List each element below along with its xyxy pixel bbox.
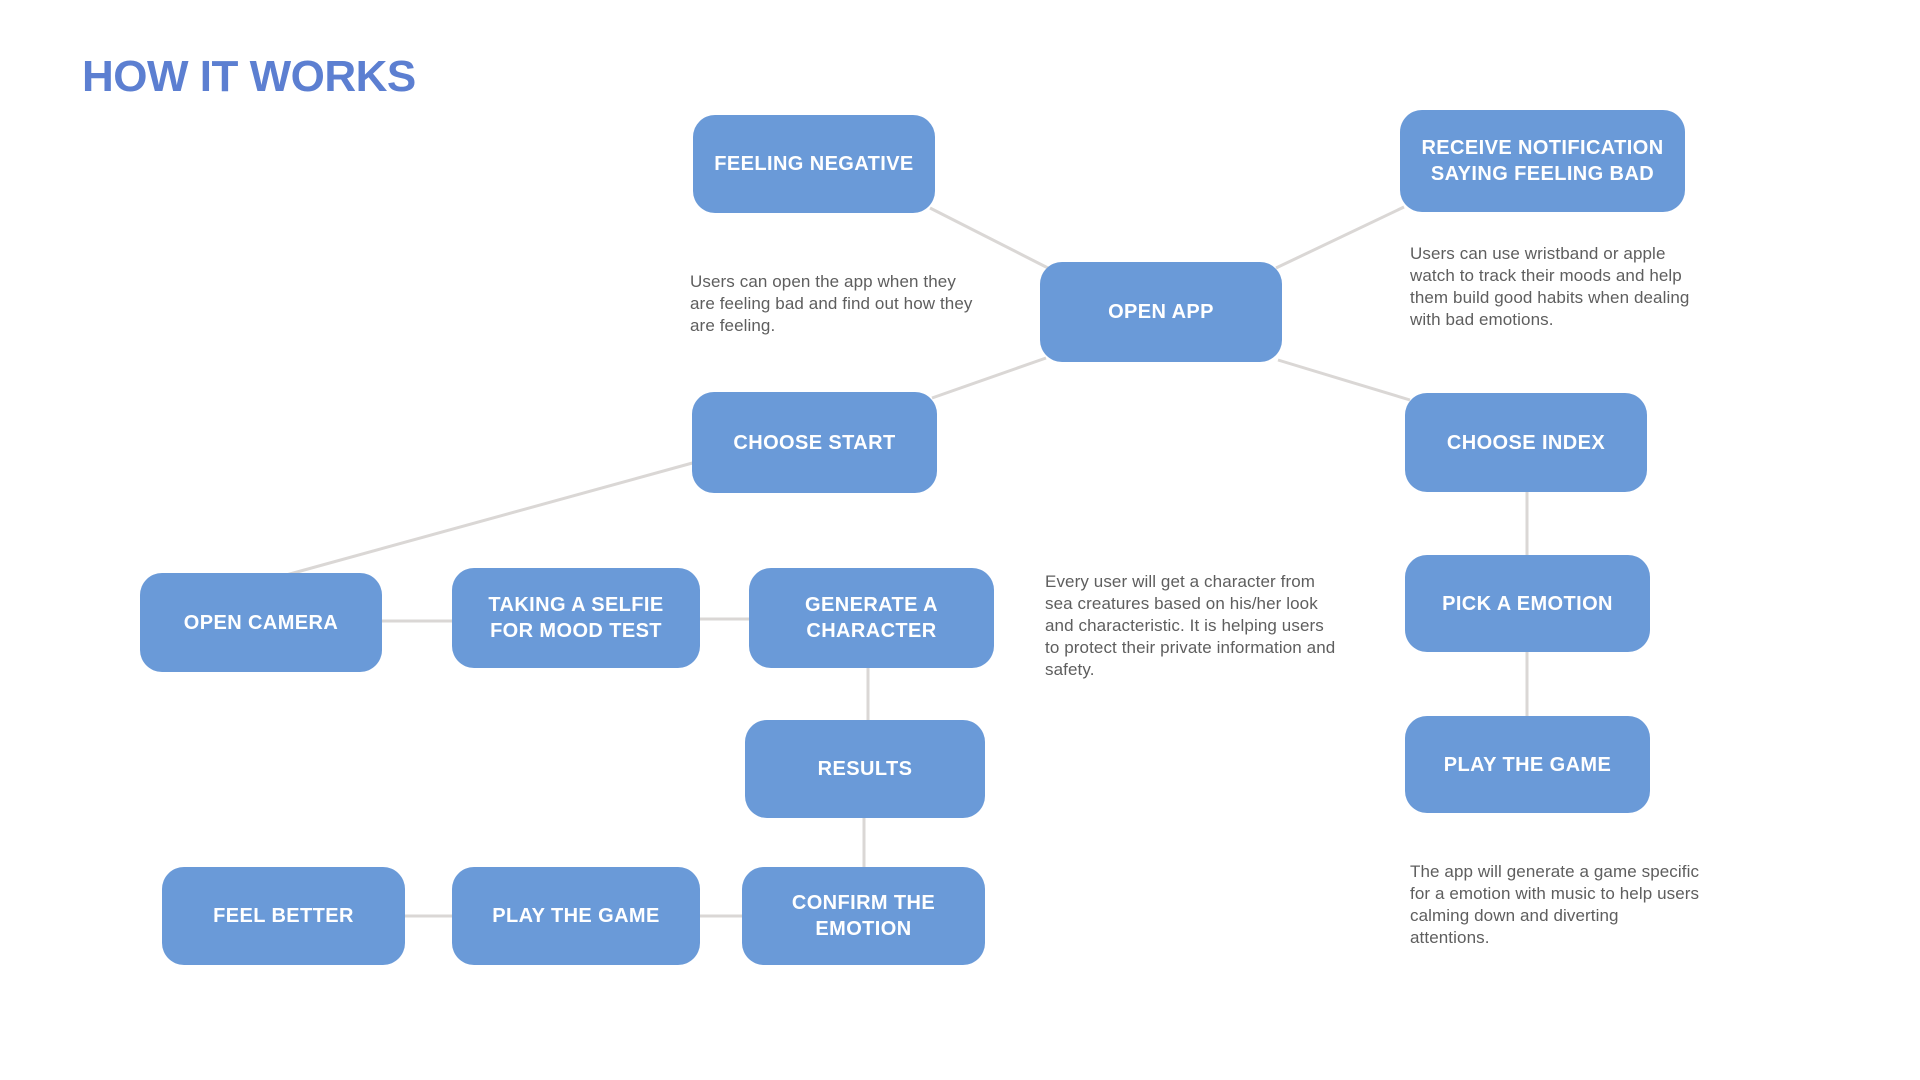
connector-open-app-to-choose-start xyxy=(931,356,1047,400)
note-wristband: Users can use wristband or apple watch t… xyxy=(1410,244,1690,329)
flow-node-choose-index: CHOOSE INDEX xyxy=(1405,393,1647,492)
flow-node-receive-notification: RECEIVE NOTIFICATION SAYING FEELING BAD xyxy=(1400,110,1685,212)
page-title: HOW IT WORKS xyxy=(82,52,416,101)
flow-node-label: CHOOSE INDEX xyxy=(1446,431,1606,454)
flow-node-label: OPEN APP xyxy=(1108,301,1214,323)
flow-node-label: PICK A EMOTION xyxy=(1442,592,1613,615)
flow-node-label: CHOOSE START xyxy=(733,431,896,454)
flow-node-feel-better: FEEL BETTER xyxy=(162,867,405,965)
note-game: The app will generate a game specific fo… xyxy=(1410,862,1700,947)
connector-feeling-negative-to-open-app xyxy=(929,206,1049,270)
flow-node-label: PLAY THE GAME xyxy=(492,905,660,927)
flow-node-pick-a-emotion: PICK A EMOTION xyxy=(1405,555,1650,652)
flow-node-label: FEEL BETTER xyxy=(213,905,354,927)
note-open-app: Users can open the app when they are fee… xyxy=(690,272,973,335)
note-character: Every user will get a character from sea… xyxy=(1045,572,1336,679)
flow-node-label: OPEN CAMERA xyxy=(183,611,339,634)
flow-node-generate-a-character: GENERATE A CHARACTER xyxy=(749,568,994,668)
flow-node-open-camera: OPEN CAMERA xyxy=(140,573,382,672)
connector-receive-notification-to-open-app xyxy=(1275,205,1405,270)
flow-node-confirm-the-emotion: CONFIRM THE EMOTION xyxy=(742,867,985,965)
flow-node-play-the-game-bottom: PLAY THE GAME xyxy=(452,867,700,965)
flow-node-label: RESULTS xyxy=(817,758,913,780)
flow-node-label: CONFIRM THE EMOTION xyxy=(791,892,936,940)
flow-node-taking-a-selfie: TAKING A SELFIE FOR MOOD TEST xyxy=(452,568,700,668)
flow-node-choose-start: CHOOSE START xyxy=(692,392,937,493)
flow-node-label: RECEIVE NOTIFICATION SAYING FEELING BAD xyxy=(1421,137,1664,185)
flow-node-label: TAKING A SELFIE FOR MOOD TEST xyxy=(488,594,664,642)
flow-node-results: RESULTS xyxy=(745,720,985,818)
flow-node-open-app: OPEN APP xyxy=(1040,262,1282,362)
flow-node-play-the-game-right: PLAY THE GAME xyxy=(1405,716,1650,813)
flow-node-label: GENERATE A CHARACTER xyxy=(805,594,938,642)
flow-node-label: PLAY THE GAME xyxy=(1443,753,1612,776)
connector-choose-start-to-open-camera xyxy=(267,460,697,582)
flow-node-feeling-negative: FEELING NEGATIVE xyxy=(693,115,935,213)
flow-node-label: FEELING NEGATIVE xyxy=(714,153,914,175)
connector-open-app-to-choose-index xyxy=(1277,358,1411,402)
